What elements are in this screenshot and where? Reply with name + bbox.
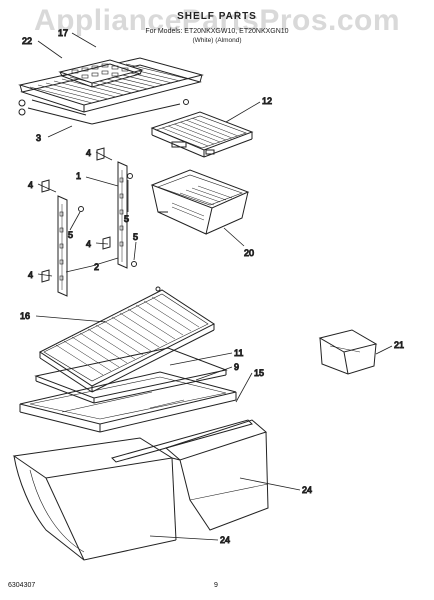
model-numbers: For Models: ET20NKXGW10, ET20NKXGN10 bbox=[145, 28, 289, 35]
divider-rail bbox=[111, 419, 253, 463]
callout-5-right: 5 bbox=[124, 214, 129, 224]
freezer-shelf bbox=[18, 57, 204, 125]
page-number: 9 bbox=[214, 582, 218, 589]
document-number: 6304307 bbox=[8, 582, 36, 589]
watermark-text: AppliancePartsPros.com bbox=[33, 4, 401, 37]
crisper-cover-frame bbox=[19, 371, 237, 433]
leader-lines bbox=[35, 32, 393, 541]
callout-5-left: 5 bbox=[68, 230, 73, 240]
callout-15: 15 bbox=[254, 368, 264, 378]
callout-21: 21 bbox=[394, 340, 404, 350]
callout-24-bottom: 24 bbox=[220, 535, 230, 545]
model-variants: (White) (Almond) bbox=[192, 37, 242, 44]
diagram-title: SHELF PARTS bbox=[177, 11, 257, 22]
crisper-glass bbox=[34, 347, 228, 404]
callout-3: 3 bbox=[36, 133, 41, 143]
callout-16: 16 bbox=[20, 311, 30, 321]
callout-5-lower: 5 bbox=[133, 232, 138, 242]
crisper-drawer-left bbox=[12, 437, 177, 561]
crisper-frame bbox=[150, 111, 254, 158]
callout-2: 2 bbox=[94, 262, 99, 272]
crisper-drawer-right bbox=[164, 419, 269, 531]
callout-22: 22 bbox=[22, 36, 32, 46]
callout-4-left: 4 bbox=[28, 180, 33, 190]
callout-4-bottom: 4 bbox=[28, 270, 33, 280]
callout-1: 1 bbox=[76, 171, 81, 181]
callout-11: 11 bbox=[234, 348, 243, 358]
callout-17: 17 bbox=[58, 28, 68, 38]
callout-24-right: 24 bbox=[302, 485, 312, 495]
callout-12: 12 bbox=[262, 96, 272, 106]
glass-shelf bbox=[39, 286, 215, 393]
callout-20: 20 bbox=[244, 248, 254, 258]
meat-drawer bbox=[150, 169, 250, 235]
callout-labels: 22 17 3 12 4 4 4 4 1 5 5 5 2 20 16 11 9 … bbox=[20, 28, 405, 546]
dairy-bin bbox=[318, 329, 378, 375]
shelf-rails bbox=[41, 147, 137, 297]
callout-4-mid: 4 bbox=[86, 239, 91, 249]
callout-9: 9 bbox=[234, 362, 239, 372]
callout-4-top: 4 bbox=[86, 148, 91, 158]
